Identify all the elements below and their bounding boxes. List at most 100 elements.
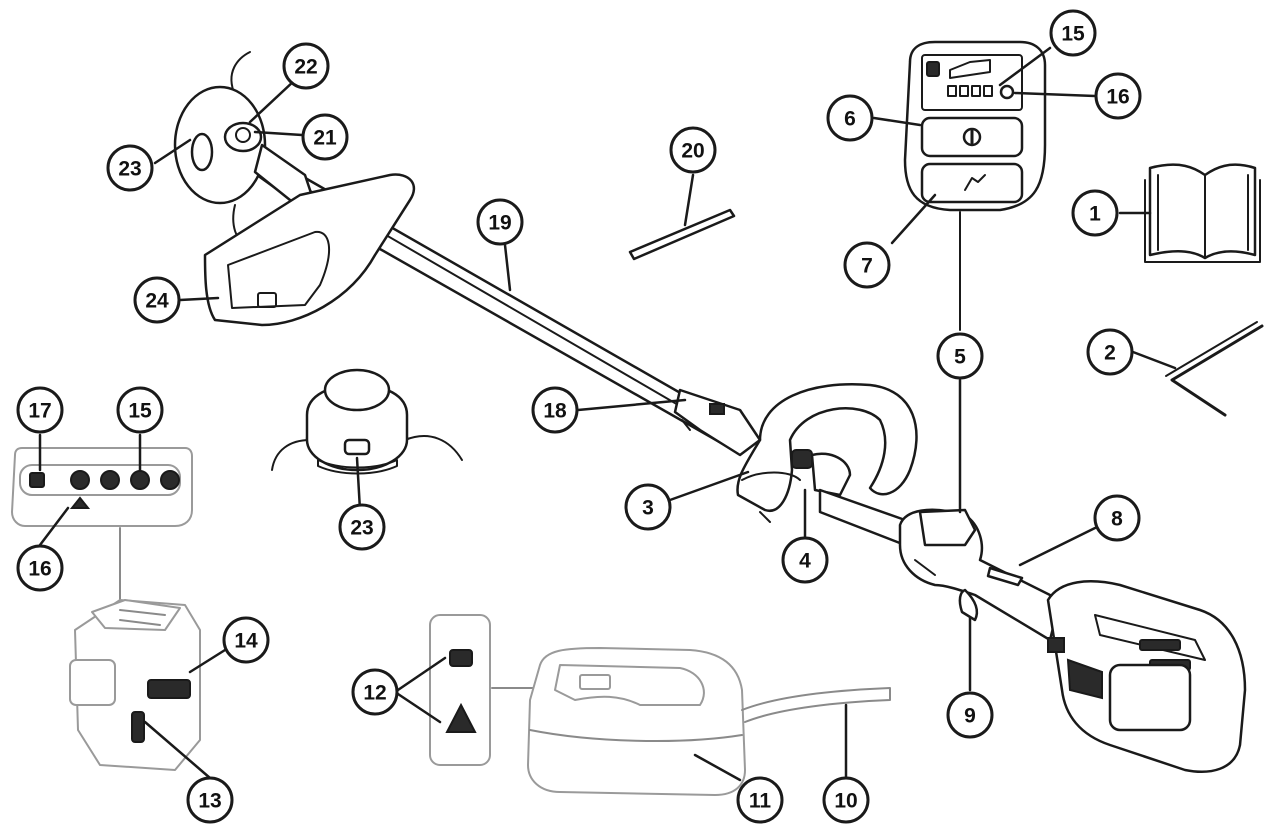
charger bbox=[527, 647, 746, 796]
callout-23a: 23 bbox=[106, 144, 154, 192]
callout-circle bbox=[222, 616, 270, 664]
callout-circle bbox=[736, 776, 784, 824]
callout-4: 4 bbox=[781, 536, 829, 584]
callout-number: 22 bbox=[294, 56, 317, 79]
callout-circle bbox=[1049, 9, 1097, 57]
callout-number: 16 bbox=[28, 558, 51, 581]
callout-circle bbox=[531, 386, 579, 434]
callout-number: 1 bbox=[1089, 203, 1101, 226]
rod bbox=[628, 208, 736, 261]
callout-3: 3 bbox=[624, 483, 672, 531]
callout-8: 8 bbox=[1093, 494, 1141, 542]
callout-9: 9 bbox=[946, 691, 994, 739]
callout-17: 17 bbox=[16, 386, 64, 434]
lower-shaft bbox=[818, 488, 907, 547]
callout-number: 12 bbox=[363, 682, 386, 705]
callout-circle bbox=[282, 42, 330, 90]
callout-6: 6 bbox=[826, 94, 874, 142]
callout-number: 6 bbox=[844, 108, 856, 131]
callout-15b: 15 bbox=[116, 386, 164, 434]
callout-22: 22 bbox=[282, 42, 330, 90]
callout-circle bbox=[822, 776, 870, 824]
callout-circle bbox=[351, 668, 399, 716]
callout-circle bbox=[16, 386, 64, 434]
callout-circle bbox=[116, 386, 164, 434]
battery-pack bbox=[69, 599, 201, 771]
callout-number: 15 bbox=[1061, 23, 1085, 46]
callout-number: 23 bbox=[350, 517, 373, 540]
battery-status-icon bbox=[29, 472, 45, 488]
shaft-coupler bbox=[673, 388, 762, 457]
callout-number: 3 bbox=[642, 497, 654, 520]
callout-16b: 16 bbox=[16, 544, 64, 592]
callout-number: 21 bbox=[313, 127, 337, 150]
callout-1: 1 bbox=[1071, 189, 1119, 237]
callout-11: 11 bbox=[736, 776, 784, 824]
callout-13: 13 bbox=[186, 776, 234, 824]
callout-number: 20 bbox=[681, 140, 704, 163]
callout-number: 8 bbox=[1111, 508, 1123, 531]
callout-circle bbox=[301, 113, 349, 161]
spare-spool bbox=[271, 368, 463, 475]
callout-circle bbox=[1094, 72, 1142, 120]
callout-circle bbox=[781, 536, 829, 584]
callout-24: 24 bbox=[133, 276, 181, 324]
battery-display-detail bbox=[11, 447, 193, 527]
callout-19: 19 bbox=[476, 198, 524, 246]
callout-circle bbox=[476, 198, 524, 246]
callout-number: 13 bbox=[198, 790, 221, 813]
callout-circle bbox=[624, 483, 672, 531]
callout-23b: 23 bbox=[338, 503, 386, 551]
callout-circle bbox=[106, 144, 154, 192]
callout-15a: 15 bbox=[1049, 9, 1097, 57]
callout-number: 17 bbox=[28, 400, 51, 423]
callout-circle bbox=[338, 503, 386, 551]
power-cord bbox=[741, 687, 891, 723]
callout-circle bbox=[843, 241, 891, 289]
callout-circle bbox=[1093, 494, 1141, 542]
callout-16a: 16 bbox=[1094, 72, 1142, 120]
callout-21: 21 bbox=[301, 113, 349, 161]
callout-10: 10 bbox=[822, 776, 870, 824]
warning-triangle-icon bbox=[445, 702, 477, 733]
callout-number: 11 bbox=[749, 790, 772, 813]
callout-number: 7 bbox=[861, 255, 873, 278]
allen-key-icon bbox=[1165, 321, 1264, 417]
front-handle bbox=[736, 383, 918, 523]
callout-number: 5 bbox=[954, 346, 966, 369]
callout-circle bbox=[669, 126, 717, 174]
callout-7: 7 bbox=[843, 241, 891, 289]
callout-circle bbox=[1086, 328, 1134, 376]
rear-handle bbox=[898, 508, 1062, 642]
callout-number: 16 bbox=[1106, 86, 1129, 109]
callout-circle bbox=[133, 276, 181, 324]
callout-number: 2 bbox=[1104, 342, 1116, 365]
callout-14: 14 bbox=[222, 616, 270, 664]
control-panel-detail bbox=[903, 40, 1047, 212]
callout-circle bbox=[946, 691, 994, 739]
callout-5: 5 bbox=[936, 332, 984, 380]
charger-indicator-panel bbox=[429, 614, 491, 766]
callout-circle bbox=[826, 94, 874, 142]
callout-circle bbox=[186, 776, 234, 824]
tool-battery bbox=[1046, 580, 1247, 773]
leader-lines bbox=[38, 46, 1177, 782]
callout-number: 4 bbox=[799, 550, 811, 573]
callout-number: 9 bbox=[964, 705, 976, 728]
callout-20: 20 bbox=[669, 126, 717, 174]
callout-number: 19 bbox=[488, 212, 511, 235]
callout-circle bbox=[936, 332, 984, 380]
callout-18: 18 bbox=[531, 386, 579, 434]
callout-12: 12 bbox=[351, 668, 399, 716]
callout-number: 10 bbox=[834, 790, 857, 813]
callout-number: 18 bbox=[543, 400, 567, 423]
callout-circle bbox=[1071, 189, 1119, 237]
callout-number: 24 bbox=[145, 290, 169, 313]
callout-circle bbox=[16, 544, 64, 592]
callout-2: 2 bbox=[1086, 328, 1134, 376]
boost-mode-icon bbox=[964, 174, 986, 191]
callout-number: 23 bbox=[118, 158, 141, 181]
